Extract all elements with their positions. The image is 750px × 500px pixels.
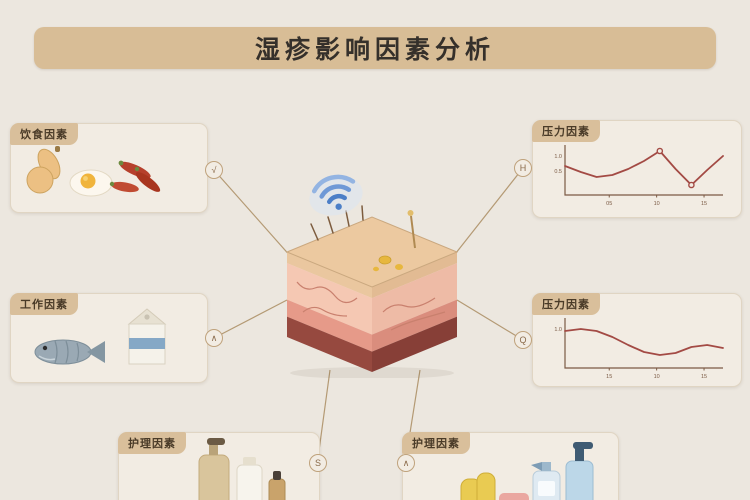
svg-text:1.0: 1.0 <box>554 327 562 333</box>
skin-top-face <box>285 216 459 288</box>
lotion-bottle-icon <box>236 457 263 500</box>
stress-factor-top-badge: 压力因素 <box>532 120 600 142</box>
connector-node-care-right: ∧ <box>397 454 415 472</box>
svg-text:15: 15 <box>701 201 707 207</box>
blood-vessels <box>296 281 446 331</box>
connector-node-care-left: S <box>309 454 327 472</box>
card-stress-factor-mid: 压力因素 15 10 15 1.0 <box>532 293 742 387</box>
chili-icon <box>109 160 161 193</box>
skin-right-face <box>372 252 457 372</box>
dropper-bottle-icon <box>268 471 286 500</box>
stress-line-chart-top: 05 10 15 1.0 0.5 <box>545 139 731 209</box>
svg-text:15: 15 <box>701 374 707 380</box>
hair-strands <box>310 205 364 241</box>
skin-cross-section <box>285 174 459 378</box>
care-factor-left-badge: 护理因素 <box>118 432 186 454</box>
sebum-droplets <box>373 255 403 272</box>
card-care-factor-right: 护理因素 <box>402 432 619 500</box>
fried-egg-icon <box>69 169 113 197</box>
care-left-illustration <box>198 438 286 500</box>
spray-bottle-icon <box>531 462 561 500</box>
diet-illustration <box>26 146 161 197</box>
connector-node-work: ∧ <box>205 329 223 347</box>
svg-text:05: 05 <box>606 201 612 207</box>
page-title-banner: 湿疹影响因素分析 <box>34 27 716 69</box>
diet-factor-badge: 饮食因素 <box>10 123 78 145</box>
shadow <box>290 367 454 378</box>
connector-node-diet: √ <box>205 161 223 179</box>
svg-text:1.0: 1.0 <box>554 154 562 160</box>
care-factor-right-badge: 护理因素 <box>402 432 470 454</box>
probe-pin <box>407 210 416 249</box>
card-diet-factor: 饮食因素 <box>10 123 208 213</box>
card-care-factor-left: 护理因素 <box>118 432 320 500</box>
stress-line-chart-mid: 15 10 15 1.0 <box>545 312 731 382</box>
care-right-illustration <box>460 442 594 500</box>
svg-text:10: 10 <box>654 374 660 380</box>
fish-icon <box>34 339 105 365</box>
card-stress-factor-top: 压力因素 05 10 15 1.0 0.5 <box>532 120 742 218</box>
rubber-gloves-icon <box>460 472 496 500</box>
work-illustration <box>34 308 167 365</box>
card-work-factor: 工作因素 <box>10 293 208 383</box>
wifi-icon <box>309 174 363 216</box>
work-factor-badge: 工作因素 <box>10 293 78 315</box>
connector-node-stress-top: H <box>514 159 532 177</box>
svg-text:10: 10 <box>654 201 660 207</box>
svg-text:0.5: 0.5 <box>554 169 562 175</box>
blue-pump-bottle-icon <box>565 442 594 500</box>
skin-left-face <box>287 252 372 372</box>
pump-bottle-icon <box>198 438 230 500</box>
sponge-icon <box>499 493 529 500</box>
stress-factor-mid-badge: 压力因素 <box>532 293 600 315</box>
milk-carton-icon <box>127 308 167 365</box>
connector-node-stress-mid: Q <box>514 331 532 349</box>
gourd-icon <box>26 146 61 194</box>
svg-text:15: 15 <box>606 374 612 380</box>
page-title: 湿疹影响因素分析 <box>254 36 495 64</box>
